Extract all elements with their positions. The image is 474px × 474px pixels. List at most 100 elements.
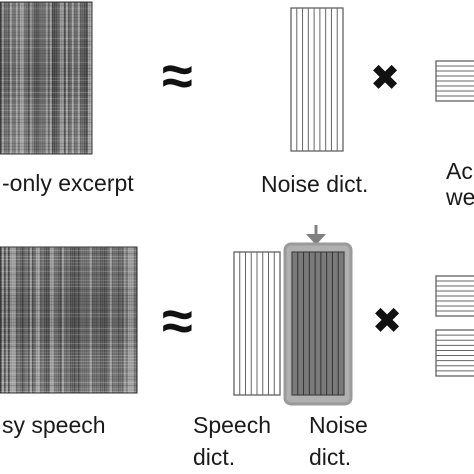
spectrogram-column <box>70 247 72 393</box>
spectrogram-band <box>0 319 137 320</box>
top-weights-label-line2: we <box>446 184 474 210</box>
spectrogram-column <box>50 2 52 154</box>
spectrogram-column <box>90 247 92 393</box>
spectrogram-column <box>92 247 94 393</box>
spectrogram-band <box>0 68 92 69</box>
spectrogram-column <box>26 247 28 393</box>
spectrogram-column <box>14 247 16 393</box>
spectrogram-column <box>4 247 6 393</box>
noise-dict-label-line2: dict. <box>309 444 352 470</box>
spectrogram-column <box>108 247 110 393</box>
spectrogram-column <box>42 247 44 393</box>
spectrogram-band <box>0 140 92 141</box>
spectrogram-band <box>0 83 92 84</box>
spectrogram-band <box>0 122 92 123</box>
spectrogram-column <box>62 2 64 154</box>
spectrogram-band <box>0 307 137 308</box>
spectrogram-column <box>14 2 16 154</box>
spectrogram-column <box>0 247 2 393</box>
spectrogram-band <box>0 146 92 147</box>
spectrogram-band <box>0 358 137 359</box>
spectrogram-band <box>0 128 92 129</box>
spectrogram-column <box>52 247 54 393</box>
spectrogram-column <box>24 2 26 154</box>
spectrogram-band <box>0 74 92 75</box>
spectrogram-column <box>112 247 114 393</box>
spectrogram-column <box>78 2 80 154</box>
spectrogram-band <box>0 310 137 311</box>
highlighted-noise-dictionary <box>283 242 353 406</box>
spectrogram-band <box>0 274 137 275</box>
top-noise-dictionary <box>290 7 344 152</box>
spectrogram-band <box>0 382 137 383</box>
spectrogram-column <box>130 247 132 393</box>
spectrogram-column <box>20 2 22 154</box>
spectrogram-band <box>0 343 137 344</box>
spectrogram-band <box>0 104 92 105</box>
spectrogram-column <box>82 247 84 393</box>
spectrogram-band <box>0 313 137 314</box>
down-arrow <box>306 225 326 245</box>
spectrogram-column <box>128 247 130 393</box>
spectrogram-band <box>0 349 137 350</box>
spectrogram-band <box>0 116 92 117</box>
spectrogram-column <box>38 247 40 393</box>
spectrogram-band <box>0 71 92 72</box>
spectrogram-band <box>0 286 137 287</box>
spectrogram-band <box>0 370 137 371</box>
spectrogram-band <box>0 289 137 290</box>
spectrogram-column <box>10 2 12 154</box>
spectrogram-band <box>0 355 137 356</box>
spectrogram-column <box>118 247 120 393</box>
spectrogram-column <box>30 2 32 154</box>
spectrogram-column <box>12 247 14 393</box>
spectrogram-band <box>0 44 92 45</box>
spectrogram-band <box>0 20 92 21</box>
top-noise-dict-label: Noise dict. <box>261 171 369 197</box>
spectrogram-column <box>52 2 54 154</box>
spectrogram-band <box>0 113 92 114</box>
spectrogram-band <box>0 250 137 251</box>
spectrogram-band <box>0 77 92 78</box>
spectrogram-column <box>96 247 98 393</box>
spectrogram-band <box>0 271 137 272</box>
spectrogram-band <box>0 32 92 33</box>
spectrogram-column <box>100 247 102 393</box>
top-approx-symbol: ≈ <box>162 44 193 107</box>
spectrogram-column <box>26 2 28 154</box>
spectrogram-band <box>0 56 92 57</box>
spectrogram-column <box>68 247 70 393</box>
spectrogram-column <box>76 247 78 393</box>
spectrogram-column <box>82 2 84 154</box>
spectrogram-band <box>0 373 137 374</box>
spectrogram-column <box>94 247 96 393</box>
spectrogram-band <box>0 316 137 317</box>
spectrogram-band <box>0 110 92 111</box>
spectrogram-band <box>0 95 92 96</box>
spectrogram-column <box>102 247 104 393</box>
spectrogram-band <box>0 325 137 326</box>
top-weights-label-line1: Ac <box>446 158 473 184</box>
spectrogram-band <box>0 331 137 332</box>
spectrogram-band <box>0 283 137 284</box>
spectrogram-band <box>0 298 137 299</box>
spectrogram-column <box>116 247 118 393</box>
spectrogram-band <box>0 11 92 12</box>
spectrogram-column <box>74 2 76 154</box>
spectrogram-column <box>34 2 36 154</box>
spectrogram-band <box>0 149 92 150</box>
spectrogram-band <box>0 367 137 368</box>
spectrogram-band <box>0 304 137 305</box>
spectrogram-column <box>76 2 78 154</box>
spectrogram-band <box>0 89 92 90</box>
spectrogram-band <box>0 391 137 392</box>
spectrogram-column <box>44 2 46 154</box>
spectrogram-column <box>90 2 92 154</box>
spectrogram-band <box>0 143 92 144</box>
spectrogram-band <box>0 265 137 266</box>
spectrogram-band <box>0 301 137 302</box>
spectrogram-column <box>50 247 52 393</box>
bottom-activation-weights <box>435 275 474 377</box>
spectrogram-band <box>0 385 137 386</box>
